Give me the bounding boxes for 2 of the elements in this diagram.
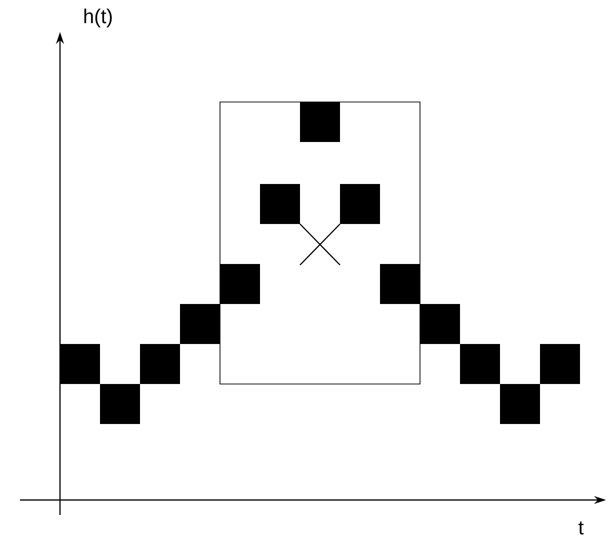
axis-label: h(t) (84, 8, 112, 28)
axis-label: t (578, 521, 584, 535)
